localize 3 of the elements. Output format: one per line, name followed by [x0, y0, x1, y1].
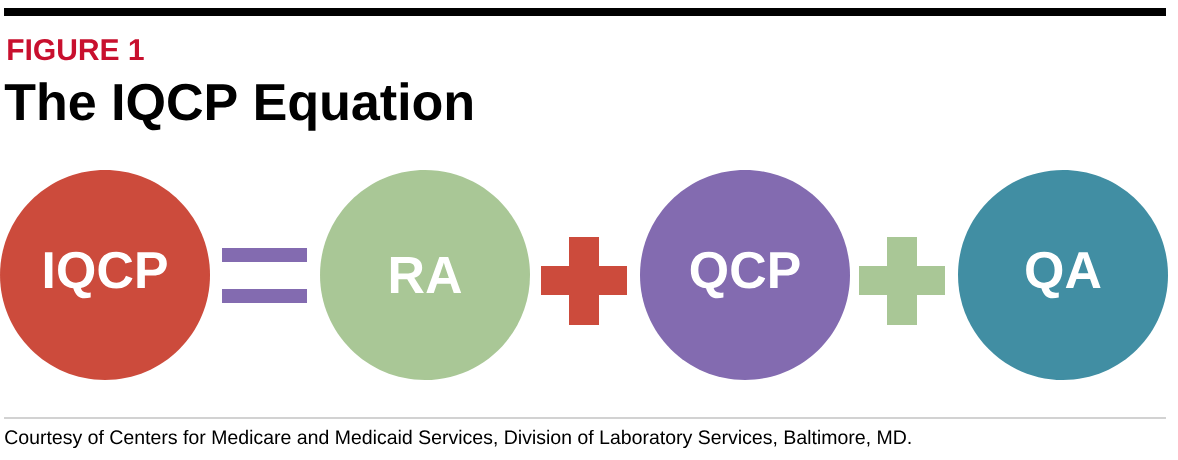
figure-number: FIGURE 1 — [8, 39, 144, 61]
title: The IQCP Equation — [4, 82, 472, 131]
caption: Courtesy of Centers for Medicare and Medicaid Services, Division of Laboratory Services, Baltimore, MD. — [5, 429, 911, 449]
